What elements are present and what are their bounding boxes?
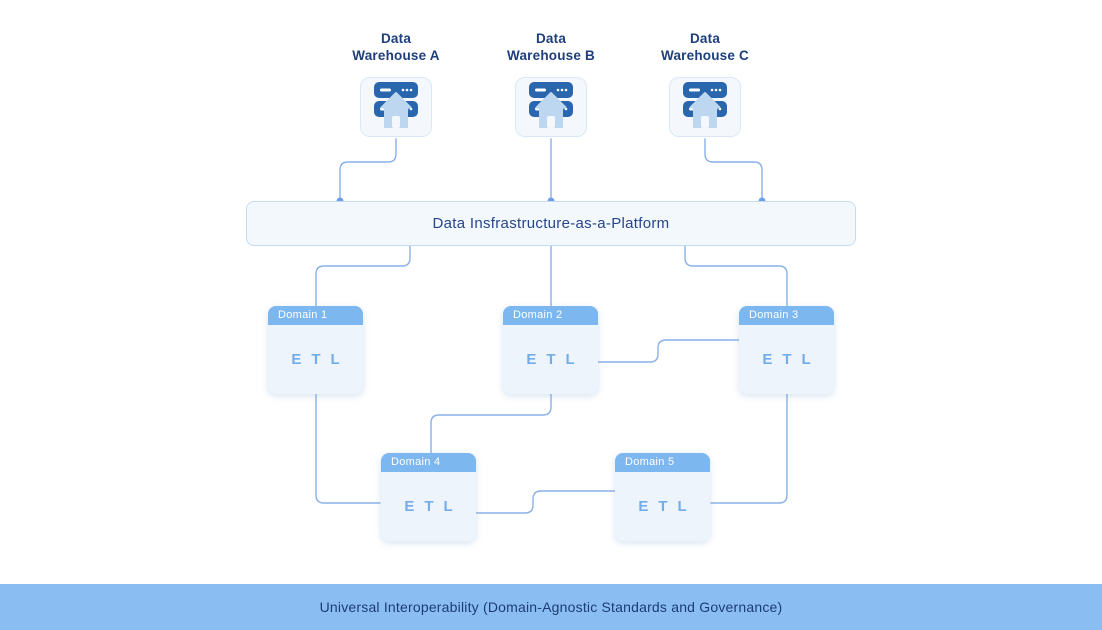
warehouse-a: Data Warehouse A [306, 30, 486, 137]
connector-domain2-domain4 [430, 393, 552, 454]
domain-1-box: Domain 1 ETL [268, 306, 363, 394]
domain-5-header: Domain 5 [615, 453, 710, 472]
database-server-icon [529, 82, 573, 128]
domain-5-etl-label: ETL [638, 498, 697, 515]
warehouse-b-label-line2: Warehouse B [507, 48, 595, 63]
database-server-icon [374, 82, 418, 128]
warehouse-b: Data Warehouse B [461, 30, 641, 137]
connector-domain4-domain5 [475, 490, 616, 514]
warehouse-a-label-line2: Warehouse A [352, 48, 440, 63]
platform-bar: Data Insfrastructure-as-a-Platform [246, 201, 856, 246]
domain-5-body: ETL [615, 472, 710, 541]
platform-label: Data Insfrastructure-as-a-Platform [432, 215, 670, 232]
warehouse-c-label-line1: Data [689, 31, 721, 46]
domain-4-box: Domain 4 ETL [381, 453, 476, 541]
domain-5-box: Domain 5 ETL [615, 453, 710, 541]
domain-2-header: Domain 2 [503, 306, 598, 325]
connector-platform-domain3 [684, 245, 788, 307]
warehouse-c-icon-card [669, 77, 741, 137]
warehouse-b-label-line1: Data [535, 31, 567, 46]
connector-warehouse-a-platform [339, 138, 397, 201]
warehouse-a-icon-card [360, 77, 432, 137]
connector-domain3-domain5 [710, 393, 788, 504]
domain-4-header: Domain 4 [381, 453, 476, 472]
footer-label: Universal Interoperability (Domain-Agnos… [319, 599, 783, 615]
domain-1-etl-label: ETL [291, 351, 350, 368]
footer-bar: Universal Interoperability (Domain-Agnos… [0, 584, 1102, 630]
domain-4-body: ETL [381, 472, 476, 541]
connector-domain1-domain4 [315, 393, 381, 504]
domain-4-etl-label: ETL [404, 498, 463, 515]
domain-2-body: ETL [503, 325, 598, 394]
connector-warehouse-c-platform [704, 138, 763, 201]
domain-2-box: Domain 2 ETL [503, 306, 598, 394]
connector-platform-domain1 [315, 245, 411, 307]
domain-3-body: ETL [739, 325, 834, 394]
warehouse-c: Data Warehouse C [615, 30, 795, 137]
domain-3-box: Domain 3 ETL [739, 306, 834, 394]
connector-domain2-domain3 [597, 339, 740, 363]
warehouse-b-icon-card [515, 77, 587, 137]
domain-3-header: Domain 3 [739, 306, 834, 325]
domain-3-etl-label: ETL [762, 351, 821, 368]
warehouse-a-label-line1: Data [380, 31, 412, 46]
domain-1-header: Domain 1 [268, 306, 363, 325]
domain-2-etl-label: ETL [526, 351, 585, 368]
warehouse-c-label-line2: Warehouse C [661, 48, 749, 63]
domain-1-body: ETL [268, 325, 363, 394]
database-server-icon [683, 82, 727, 128]
